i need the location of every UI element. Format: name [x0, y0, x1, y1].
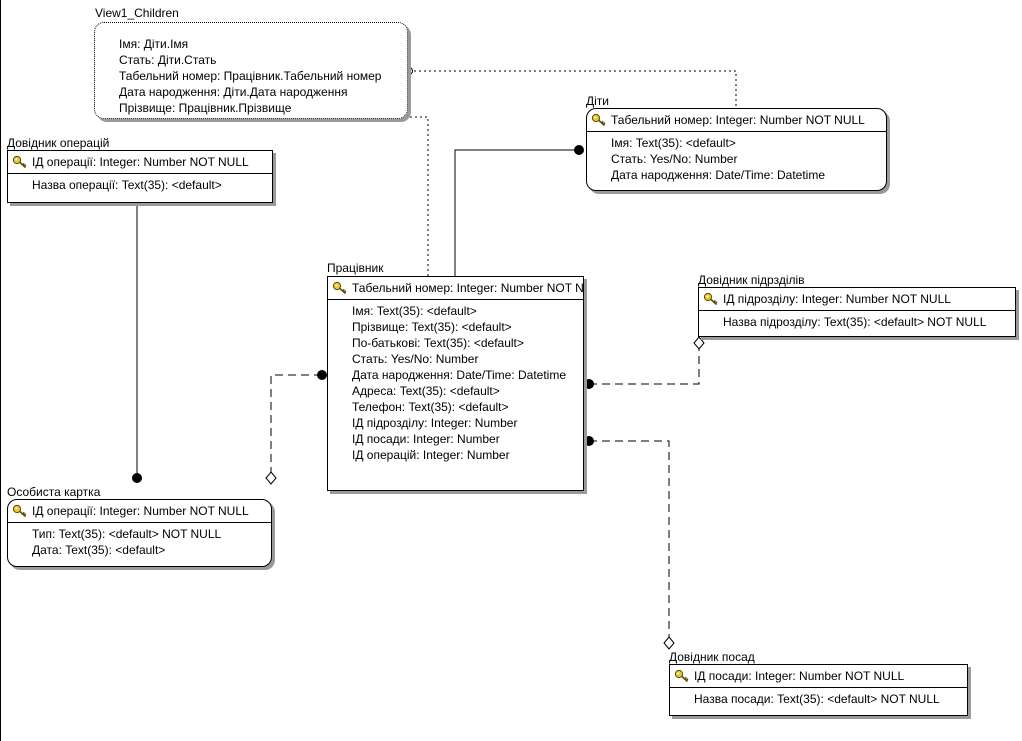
view-box[interactable]: Імя: Діти.Імя Стать: Діти.Стать Табельни… [94, 22, 408, 119]
entity-dity[interactable]: Табельний номер: Integer: Number NOT NUL… [586, 108, 887, 191]
pratsivnyk-posad-link [589, 440, 670, 637]
entity-title[interactable]: Діти [586, 94, 609, 108]
attribute-row: Телефон: Text(35): <default> [352, 400, 509, 414]
attribute-row: Дата: Text(35): <default> [32, 543, 166, 557]
view-dity-link [409, 70, 737, 108]
key-icon [332, 281, 347, 295]
entity-title[interactable]: Довідник операцій [7, 136, 110, 150]
key-field: ІД операції: Integer: Number NOT NULL [32, 155, 249, 169]
attribute-row: ІД посади: Integer: Number [352, 432, 500, 446]
attribute-row: Назва підрозділу: Text(35): <default> NO… [723, 315, 987, 329]
view-row: Дата народження: Діти.Дата народження [119, 85, 348, 99]
view-row: Прізвище: Працівник.Прізвище [119, 101, 292, 115]
attribute-list: Назва підрозділу: Text(35): <default> NO… [699, 311, 1015, 334]
view-pratsivnyk-link [250, 116, 429, 276]
primary-key-row: Табельний номер: Integer: Number NOT NUL… [328, 277, 583, 300]
attribute-row: Тип: Text(35): <default> NOT NULL [32, 527, 222, 541]
primary-key-row: ІД операції: Integer: Number NOT NULL [8, 151, 272, 174]
entity-pratsivnyk[interactable]: Табельний номер: Integer: Number NOT NUL… [327, 276, 584, 491]
entity-title[interactable]: Працівник [327, 261, 384, 275]
key-field: Табельний номер: Integer: Number NOT NUL… [352, 281, 583, 295]
pratsivnyk-kartka-diamond [265, 471, 277, 485]
view-row: Табельний номер: Працівник.Табельний ном… [119, 69, 382, 83]
key-icon [12, 155, 27, 169]
pratsivnyk-pidrozdil-link [589, 348, 700, 385]
primary-key-row: Табельний номер: Integer: Number NOT NUL… [587, 109, 886, 132]
attribute-list: Тип: Text(35): <default> NOT NULL Дата: … [8, 523, 271, 562]
key-icon [674, 669, 689, 683]
pratsivnyk-pidrozdil-end [584, 379, 594, 389]
key-field: ІД підрозділу: Integer: Number NOT NULL [723, 292, 951, 306]
key-icon [591, 113, 606, 127]
attribute-row: Стать: Yes/No: Number [352, 352, 479, 366]
primary-key-row: ІД підрозділу: Integer: Number NOT NULL [699, 288, 1015, 311]
attribute-list: Назва операції: Text(35): <default> [8, 174, 272, 197]
primary-key-row: ІД посади: Integer: Number NOT NULL [670, 665, 967, 688]
attribute-row: Дата народження: Date/Time: Datetime [611, 168, 826, 182]
attribute-row: Прізвище: Text(35): <default> [352, 320, 512, 334]
key-field: ІД операції: Integer: Number NOT NULL [32, 504, 249, 518]
key-icon [703, 292, 718, 306]
pratsivnyk-kartka-link [270, 374, 322, 473]
entity-dovidnyk-posad[interactable]: ІД посади: Integer: Number NOT NULL Назв… [669, 664, 968, 716]
operatsii-kartka-end [132, 473, 142, 483]
pratsivnyk-posad-end [584, 436, 594, 446]
primary-key-row: ІД операції: Integer: Number NOT NULL [8, 500, 271, 523]
attribute-row: Імя: Text(35): <default> [611, 136, 736, 150]
entity-dovidnyk-pidrozdiliv[interactable]: ІД підрозділу: Integer: Number NOT NULL … [698, 287, 1016, 337]
pratsivnyk-pidrozdil-diamond [693, 336, 705, 350]
view-row: Імя: Діти.Імя [119, 37, 189, 51]
attribute-list: Імя: Text(35): <default> Прізвище: Text(… [328, 300, 583, 467]
pratsivnyk-dity-link [454, 149, 579, 276]
attribute-row: По-батькові: Text(35): <default> [352, 336, 524, 350]
attribute-row: Імя: Text(35): <default> [352, 304, 477, 318]
entity-title[interactable]: Особиста картка [7, 485, 101, 499]
entity-title[interactable]: Довідник підрзділів [698, 273, 805, 287]
attribute-row: Назва посади: Text(35): <default> NOT NU… [694, 692, 940, 706]
attribute-row: Назва операції: Text(35): <default> [32, 178, 222, 192]
pratsivnyk-posad-diamond [663, 636, 675, 650]
key-field: Табельний номер: Integer: Number NOT NUL… [611, 113, 865, 127]
entity-osobysta-kartka[interactable]: ІД операції: Integer: Number NOT NULL Ти… [7, 499, 272, 567]
attribute-row: Дата народження: Date/Time: Datetime [352, 368, 567, 382]
view-row: Стать: Діти.Стать [119, 53, 217, 67]
pratsivnyk-dity-end [574, 145, 584, 155]
attribute-row: Адреса: Text(35): <default> [352, 384, 500, 398]
attribute-list: Назва посади: Text(35): <default> NOT NU… [670, 688, 967, 711]
entity-dovidnyk-operatsii[interactable]: ІД операції: Integer: Number NOT NULL На… [7, 150, 273, 203]
view-title[interactable]: View1_Children [95, 6, 179, 20]
attribute-row: Стать: Yes/No: Number [611, 152, 738, 166]
pratsivnyk-kartka-end [317, 370, 327, 380]
attribute-list: Імя: Text(35): <default> Стать: Yes/No: … [587, 132, 886, 187]
key-icon [12, 504, 27, 518]
attribute-row: ІД операцій: Integer: Number [352, 448, 510, 462]
entity-title[interactable]: Довідник посад [669, 650, 755, 664]
attribute-row: ІД підрозділу: Integer: Number [352, 416, 518, 430]
key-field: ІД посади: Integer: Number NOT NULL [694, 669, 905, 683]
